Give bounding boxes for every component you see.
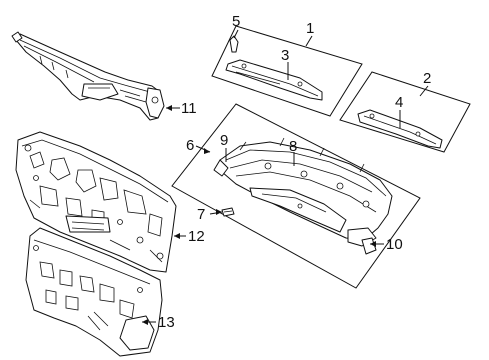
dash-panel-part xyxy=(15,131,177,273)
callout-13: 13 xyxy=(158,314,175,331)
callout-1: 1 xyxy=(306,20,314,37)
callout-9: 9 xyxy=(220,132,228,149)
insulator-part xyxy=(25,227,163,357)
callout-11: 11 xyxy=(181,100,197,117)
bolt-part xyxy=(221,207,235,217)
callout-7: 7 xyxy=(197,206,205,223)
callout-12: 12 xyxy=(188,228,205,245)
callout-4: 4 xyxy=(395,94,403,111)
callout-10: 10 xyxy=(386,236,403,253)
callout-2: 2 xyxy=(423,70,431,87)
cross-member-part xyxy=(11,31,165,121)
callout-5: 5 xyxy=(232,13,240,30)
callout-8: 8 xyxy=(289,138,297,155)
arrow-heads xyxy=(142,105,376,325)
group-panel-1 xyxy=(211,25,363,117)
callout-3: 3 xyxy=(281,47,289,64)
callout-6: 6 xyxy=(186,137,194,154)
group-panel-2 xyxy=(339,71,471,153)
callout-labels: 1 2 3 4 5 6 7 8 9 10 11 12 13 xyxy=(158,13,431,331)
group-panel-6 xyxy=(171,103,421,289)
